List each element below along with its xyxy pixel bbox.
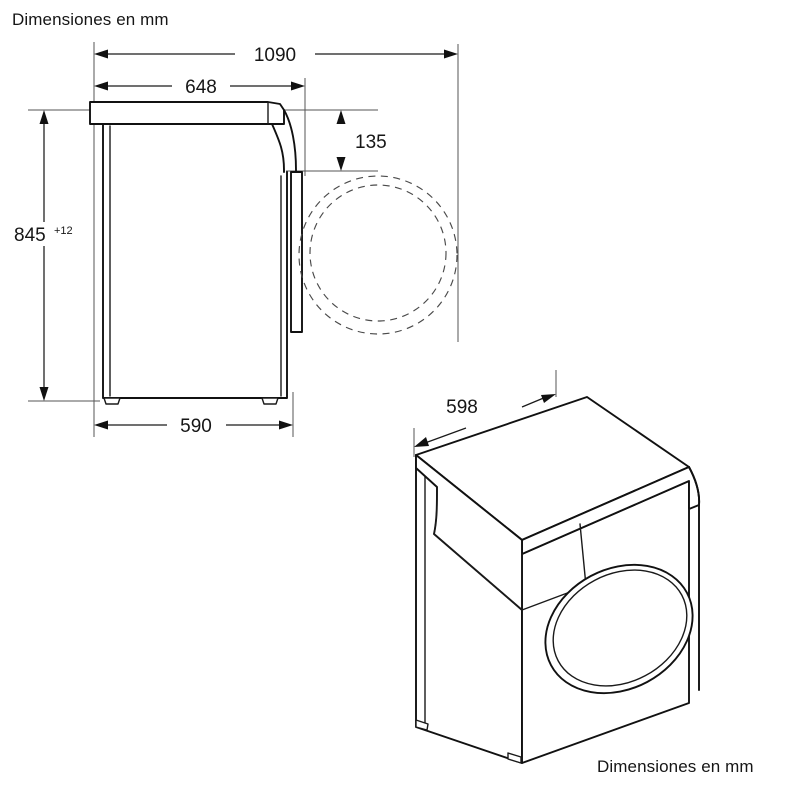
side-view-extension-lines — [28, 42, 459, 437]
arrowhead-648-right — [291, 81, 305, 91]
door-swing-arcs — [298, 175, 458, 335]
dim-label-590: 590 — [180, 416, 212, 437]
washer-right-top-curve — [688, 466, 701, 691]
dim-tolerance-845: +12 — [54, 225, 73, 237]
unit-caption-bottom: Dimensiones en mm — [597, 757, 754, 776]
unit-caption-top: Dimensiones en mm — [12, 10, 169, 29]
washer-foot-left — [103, 397, 121, 405]
dimension-135: 135 — [336, 110, 387, 171]
washer-fascia-curve-left — [433, 486, 438, 535]
washer-body-side-wall — [102, 123, 288, 399]
washer-door-outer-ring — [544, 563, 694, 695]
arrowhead-648-left — [94, 81, 108, 91]
arrowhead-598-far — [541, 394, 556, 403]
dim-label-845: 845 — [14, 225, 46, 246]
arrowhead-135-top — [336, 110, 346, 124]
arrowhead-1090-right — [444, 49, 458, 59]
dimension-590: 590 — [94, 416, 293, 437]
washer-panel-seam-right — [579, 523, 587, 587]
washer-iso-foot-front-left — [507, 752, 522, 764]
washer-panel-lower-edge-left — [433, 533, 523, 611]
arrowhead-590-left — [94, 420, 108, 430]
dim-label-1090: 1090 — [254, 45, 296, 66]
dim-line-598-lower — [424, 427, 467, 444]
washer-side-profile — [89, 101, 303, 405]
door-swing-outer-circle — [298, 175, 458, 335]
dim-label-648: 648 — [185, 77, 217, 98]
arrowhead-1090-left — [94, 49, 108, 59]
dim-label-598: 598 — [446, 397, 478, 418]
perspective-view: 598 — [413, 370, 701, 764]
washer-door-leaf — [290, 171, 303, 333]
dimension-845: 845 +12 — [14, 110, 73, 401]
door-swing-inner-circle — [309, 184, 447, 322]
dim-label-135: 135 — [355, 132, 387, 153]
washer-top-lid — [89, 101, 285, 125]
dim-line-598-upper — [521, 396, 547, 408]
arrowhead-845-bottom — [39, 387, 49, 401]
washer-front-fascia-curve — [283, 109, 297, 173]
washer-door-glass — [552, 569, 688, 687]
dimension-648: 648 — [94, 77, 305, 98]
dimension-1090: 1090 — [94, 45, 458, 66]
dimension-598: 598 — [413, 370, 557, 457]
washer-isometric-body — [415, 396, 701, 764]
arrowhead-845-top — [39, 110, 49, 124]
arrowhead-598-near — [414, 437, 429, 447]
washer-foot-right — [261, 397, 279, 405]
side-elevation-view: 1090 648 135 — [14, 42, 459, 437]
washer-front-fascia-inner-curve — [271, 123, 285, 173]
washer-iso-foot-rear-left — [415, 719, 429, 731]
arrowhead-590-right — [279, 420, 293, 430]
arrowhead-135-bottom — [336, 157, 346, 171]
